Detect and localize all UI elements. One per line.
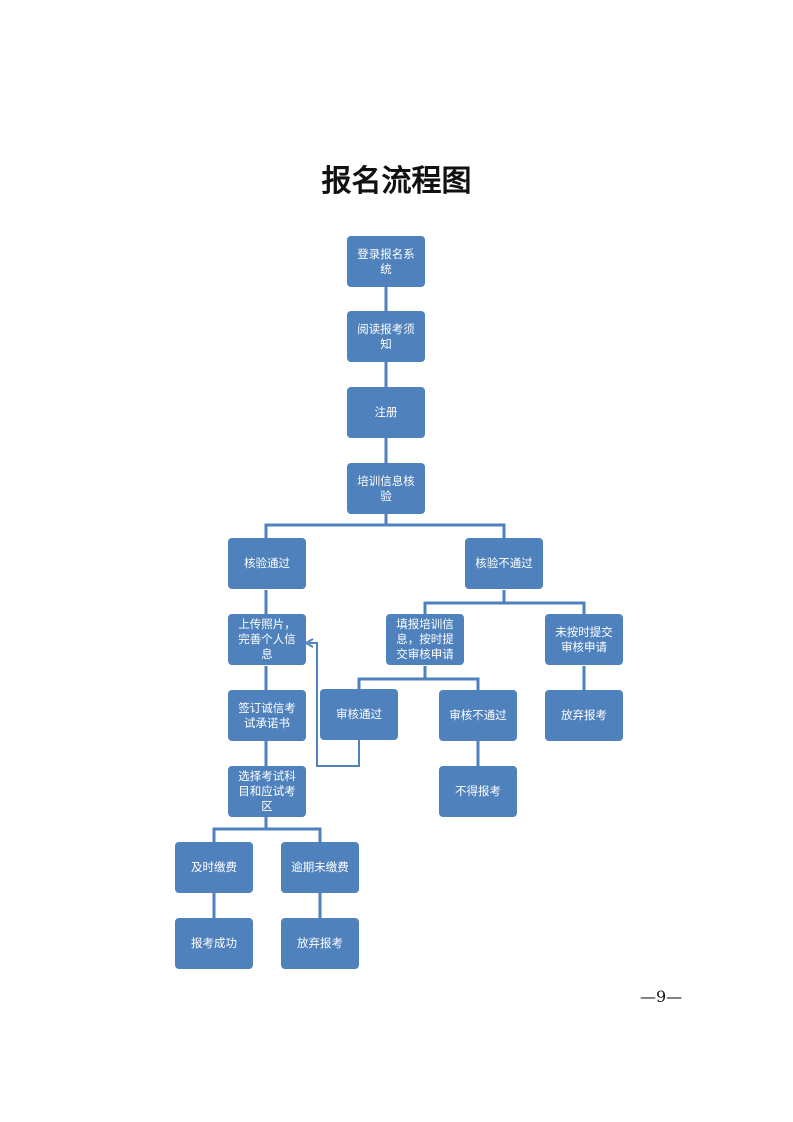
node-verify-pass: 核验通过	[228, 538, 306, 589]
node-verify: 培训信息核验	[347, 463, 425, 514]
connector	[264, 514, 506, 538]
page-number: —9—	[640, 987, 683, 1006]
node-login: 登录报名系统	[347, 236, 425, 287]
node-read: 阅读报考须知	[347, 311, 425, 362]
feedback-arrow	[309, 642, 360, 767]
node-pay-late: 逾期未缴费	[281, 842, 359, 893]
node-late: 未按时提交审核申请	[545, 614, 623, 665]
connector	[212, 817, 322, 842]
node-give-up-1: 放弃报考	[545, 690, 623, 741]
node-give-up-2: 放弃报考	[281, 918, 359, 969]
node-success: 报考成功	[175, 918, 253, 969]
node-sign: 签订诚信考试承诺书	[228, 690, 306, 741]
node-denied: 不得报考	[439, 766, 517, 817]
node-register: 注册	[347, 387, 425, 438]
node-review-pass: 审核通过	[320, 689, 398, 740]
connector	[357, 666, 480, 690]
page-title: 报名流程图	[321, 164, 472, 199]
arrowhead-icon	[305, 638, 314, 648]
node-choose: 选择考试科目和应试考区	[228, 766, 306, 817]
node-review-fail: 审核不通过	[439, 690, 517, 741]
node-upload: 上传照片，完善个人信息	[228, 614, 306, 665]
connector	[423, 590, 586, 614]
node-fill: 填报培训信息，按时提交审核申请	[386, 614, 464, 665]
node-verify-fail: 核验不通过	[465, 538, 543, 589]
node-pay-on-time: 及时缴费	[175, 842, 253, 893]
